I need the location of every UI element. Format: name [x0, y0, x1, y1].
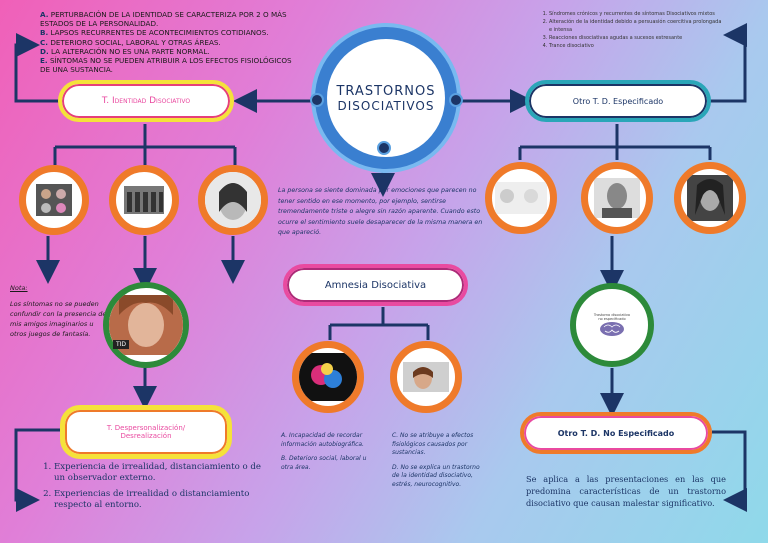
group-photo-icon: [124, 186, 164, 214]
otro-image-2: [581, 162, 653, 234]
tid-criteria-list: A. Perturbación de la identidad se carac…: [40, 10, 302, 74]
brain-caption: Trastorno disociativo no especificado: [593, 313, 631, 321]
tid-image-2: [109, 165, 179, 235]
title-dot-left: [310, 93, 324, 107]
no-especificado-label: Otro T. D. No Especificado: [557, 428, 675, 438]
despersonalizacion-node[interactable]: T. Despersonalización/ Desrealización: [60, 405, 232, 459]
despersonalizacion-list: Experiencia de irrealidad, distanciamien…: [40, 462, 266, 511]
tid-criterion-b: B. Lapsos recurrentes de acontecimientos…: [40, 28, 269, 38]
title-dot-right: [449, 93, 463, 107]
no-especificado-node[interactable]: Otro T. D. No Especificado: [520, 412, 712, 454]
otro-item-2: Alteración de la identidad debido a pers…: [549, 18, 725, 34]
title-line-1: TRASTORNOS: [336, 83, 436, 99]
tid-node-label: T. Identidad Disociativo: [101, 96, 191, 106]
otro-image-3: [674, 162, 746, 234]
otro-especificado-node[interactable]: Otro T. D. Especificado: [525, 80, 711, 122]
tid-criterion-d: D. La alteración no es una parte normal.: [40, 46, 210, 56]
otro-especificado-label: Otro T. D. Especificado: [572, 96, 664, 106]
otro-image-1: [485, 162, 557, 234]
despersonalizacion-label-2: Desrealización: [120, 432, 172, 440]
otro-item-1: Síndromes crónicos y recurrentes de sínt…: [549, 10, 725, 18]
title-line-2: DISOCIATIVOS: [337, 98, 435, 113]
colorful-splash-icon: [299, 353, 357, 401]
tid-criterion-e: E. Síntomas no se pueden atribuir a los …: [40, 56, 292, 75]
dark-portrait-icon: [687, 175, 733, 221]
woman-face-icon: [205, 172, 261, 228]
tid-photo-circle: [103, 282, 189, 368]
brain-icon: [600, 322, 624, 336]
tid-image-1: [19, 165, 89, 235]
amnesia-criterion-d: D. No se explica un trastorno de la iden…: [392, 463, 480, 488]
amnesia-image-2: [390, 341, 462, 413]
tid-node[interactable]: T. Identidad Disociativo: [58, 80, 234, 122]
otro-especificado-list: Síndromes crónicos y recurrentes de sínt…: [535, 10, 725, 50]
otro-item-4: Trance disociativo: [549, 42, 725, 50]
amnesia-criterion-c: C. No se atribuye a efectos fisiológicos…: [392, 432, 474, 457]
amnesia-list-right: C. No se atribuye a efectos fisiológicos…: [392, 432, 484, 490]
nota-box: Nota: Los síntomas no se pueden confundi…: [10, 283, 110, 339]
no-especificado-text: Se aplica a las presentaciones en las qu…: [526, 474, 726, 508]
tid-criterion-a: A. Perturbación de la identidad se carac…: [40, 10, 287, 29]
amnesia-node-label: Amnesia Disociativa: [324, 279, 427, 291]
tid-badge: TID: [113, 340, 130, 349]
woman-glasses-icon: [403, 362, 449, 392]
nota-label: Nota:: [10, 284, 28, 292]
brain-circle: Trastorno disociativo no especificado: [570, 283, 654, 367]
amnesia-image-1: [292, 341, 364, 413]
title-circle-inner: TRASTORNOS DISOCIATIVOS: [327, 39, 445, 157]
faces-photo-icon: [36, 184, 72, 216]
title-dot-bottom: [377, 141, 391, 155]
light-figures-icon: [495, 182, 547, 214]
amnesia-criterion-a: A. Incapacidad de recordar información a…: [281, 432, 364, 448]
desper-item-1: Experiencia de irrealidad, distanciamien…: [54, 462, 266, 484]
amnesia-criterion-b: B. Deterioro social, laboral u otra área…: [281, 455, 367, 471]
desper-item-2: Experiencias de irrealidad o distanciami…: [54, 489, 266, 511]
tid-image-3: [198, 165, 268, 235]
nota-text: Los síntomas no se pueden confundir con …: [10, 300, 107, 338]
otro-item-3: Reacciones disociativas agudas a sucesos…: [549, 34, 725, 42]
bw-portrait-icon: [594, 178, 640, 218]
amnesia-node[interactable]: Amnesia Disociativa: [283, 264, 468, 306]
tid-criterion-c: C. Deterioro social, laboral y otras áre…: [40, 37, 221, 47]
amnesia-list-left: A. Incapacidad de recordar información a…: [281, 432, 373, 472]
despersonalizacion-label-1: T. Despersonalización/: [106, 424, 186, 432]
center-description: La persona se siente dominada por emocio…: [278, 187, 483, 236]
